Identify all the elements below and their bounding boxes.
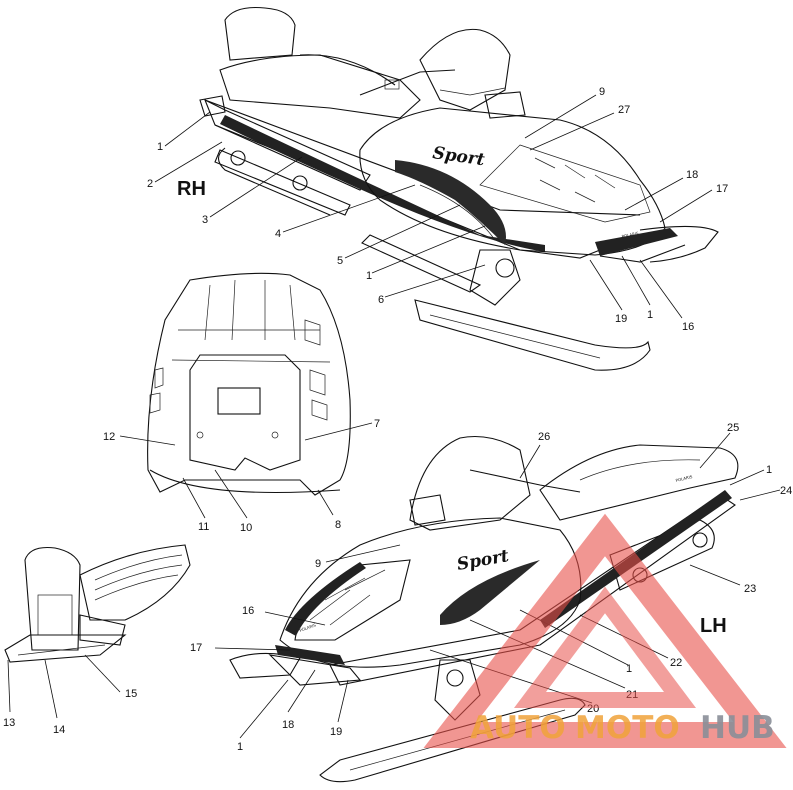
watermark-triangle-inner bbox=[514, 586, 696, 708]
rh-snowmobile-illustration: Sport POLARIS bbox=[199, 6, 719, 371]
callout-hood-10: 10 bbox=[240, 522, 252, 534]
watermark-text-hub: HUB bbox=[700, 710, 775, 746]
seat-callouts: 13 14 15 bbox=[3, 654, 137, 736]
callout-hood-11: 11 bbox=[198, 521, 209, 533]
callout-lh-9: 9 bbox=[315, 558, 321, 570]
rh-side-label: RH bbox=[177, 178, 206, 200]
callout-rh-6: 6 bbox=[378, 294, 384, 306]
callout-rh-19: 19 bbox=[615, 313, 627, 325]
callout-rh-18: 18 bbox=[686, 169, 698, 181]
callout-rh-5: 5 bbox=[337, 255, 343, 267]
callout-rh-9: 9 bbox=[599, 86, 605, 98]
callout-lh-26: 26 bbox=[538, 431, 550, 443]
callout-hood-7: 7 bbox=[374, 418, 380, 430]
callout-lh-1c: 1 bbox=[237, 741, 243, 753]
callout-lh-23: 23 bbox=[744, 583, 756, 595]
watermark-text-auto: AUTO bbox=[470, 710, 566, 746]
callout-lh-1a: 1 bbox=[766, 464, 772, 476]
seat-illustration bbox=[4, 544, 191, 663]
lh-polaris-decal-text-seat: POLARIS bbox=[675, 474, 693, 483]
rh-sport-decal-text: Sport bbox=[431, 143, 486, 170]
callout-rh-27: 27 bbox=[618, 104, 630, 116]
callout-rh-17: 17 bbox=[716, 183, 728, 195]
callout-seat-14: 14 bbox=[53, 724, 65, 736]
callout-hood-12: 12 bbox=[103, 431, 115, 443]
callout-rh-4: 4 bbox=[275, 228, 281, 240]
hood-top-view-illustration bbox=[147, 272, 351, 496]
watermark-triangle-outer bbox=[423, 513, 787, 748]
callout-lh-22: 22 bbox=[670, 657, 682, 669]
lh-side-label: LH bbox=[700, 615, 727, 637]
callout-hood-8: 8 bbox=[335, 519, 341, 531]
callout-lh-16: 16 bbox=[242, 605, 254, 617]
callout-lh-19: 19 bbox=[330, 726, 342, 738]
callout-lh-24: 24 bbox=[780, 485, 792, 497]
hood-callouts: 12 7 11 10 8 bbox=[103, 418, 380, 534]
lh-callouts: 26 25 1 24 9 23 16 17 22 1 21 20 18 19 1 bbox=[190, 422, 792, 753]
lh-sport-decal-text: Sport bbox=[455, 546, 510, 575]
lh-polaris-decal-text-hood: POLARIS bbox=[299, 622, 317, 633]
watermark: AUTO MOTO HUB bbox=[423, 513, 787, 748]
callout-rh-1a: 1 bbox=[157, 141, 163, 153]
callout-rh-16: 16 bbox=[682, 321, 694, 333]
callout-lh-25: 25 bbox=[727, 422, 739, 434]
watermark-text-moto: MOTO bbox=[575, 710, 680, 746]
callout-rh-1b: 1 bbox=[366, 270, 372, 282]
callout-rh-1c: 1 bbox=[647, 309, 653, 321]
callout-lh-1b: 1 bbox=[626, 663, 632, 675]
callout-lh-17: 17 bbox=[190, 642, 202, 654]
rh-callouts: 1 2 3 4 5 1 6 9 27 18 17 19 1 16 bbox=[147, 86, 728, 333]
callout-lh-18: 18 bbox=[282, 719, 294, 731]
callout-seat-13: 13 bbox=[3, 717, 15, 729]
rh-polaris-decal-text: POLARIS bbox=[621, 230, 639, 239]
callout-seat-15: 15 bbox=[125, 688, 137, 700]
callout-rh-2: 2 bbox=[147, 178, 153, 190]
callout-rh-3: 3 bbox=[202, 214, 208, 226]
